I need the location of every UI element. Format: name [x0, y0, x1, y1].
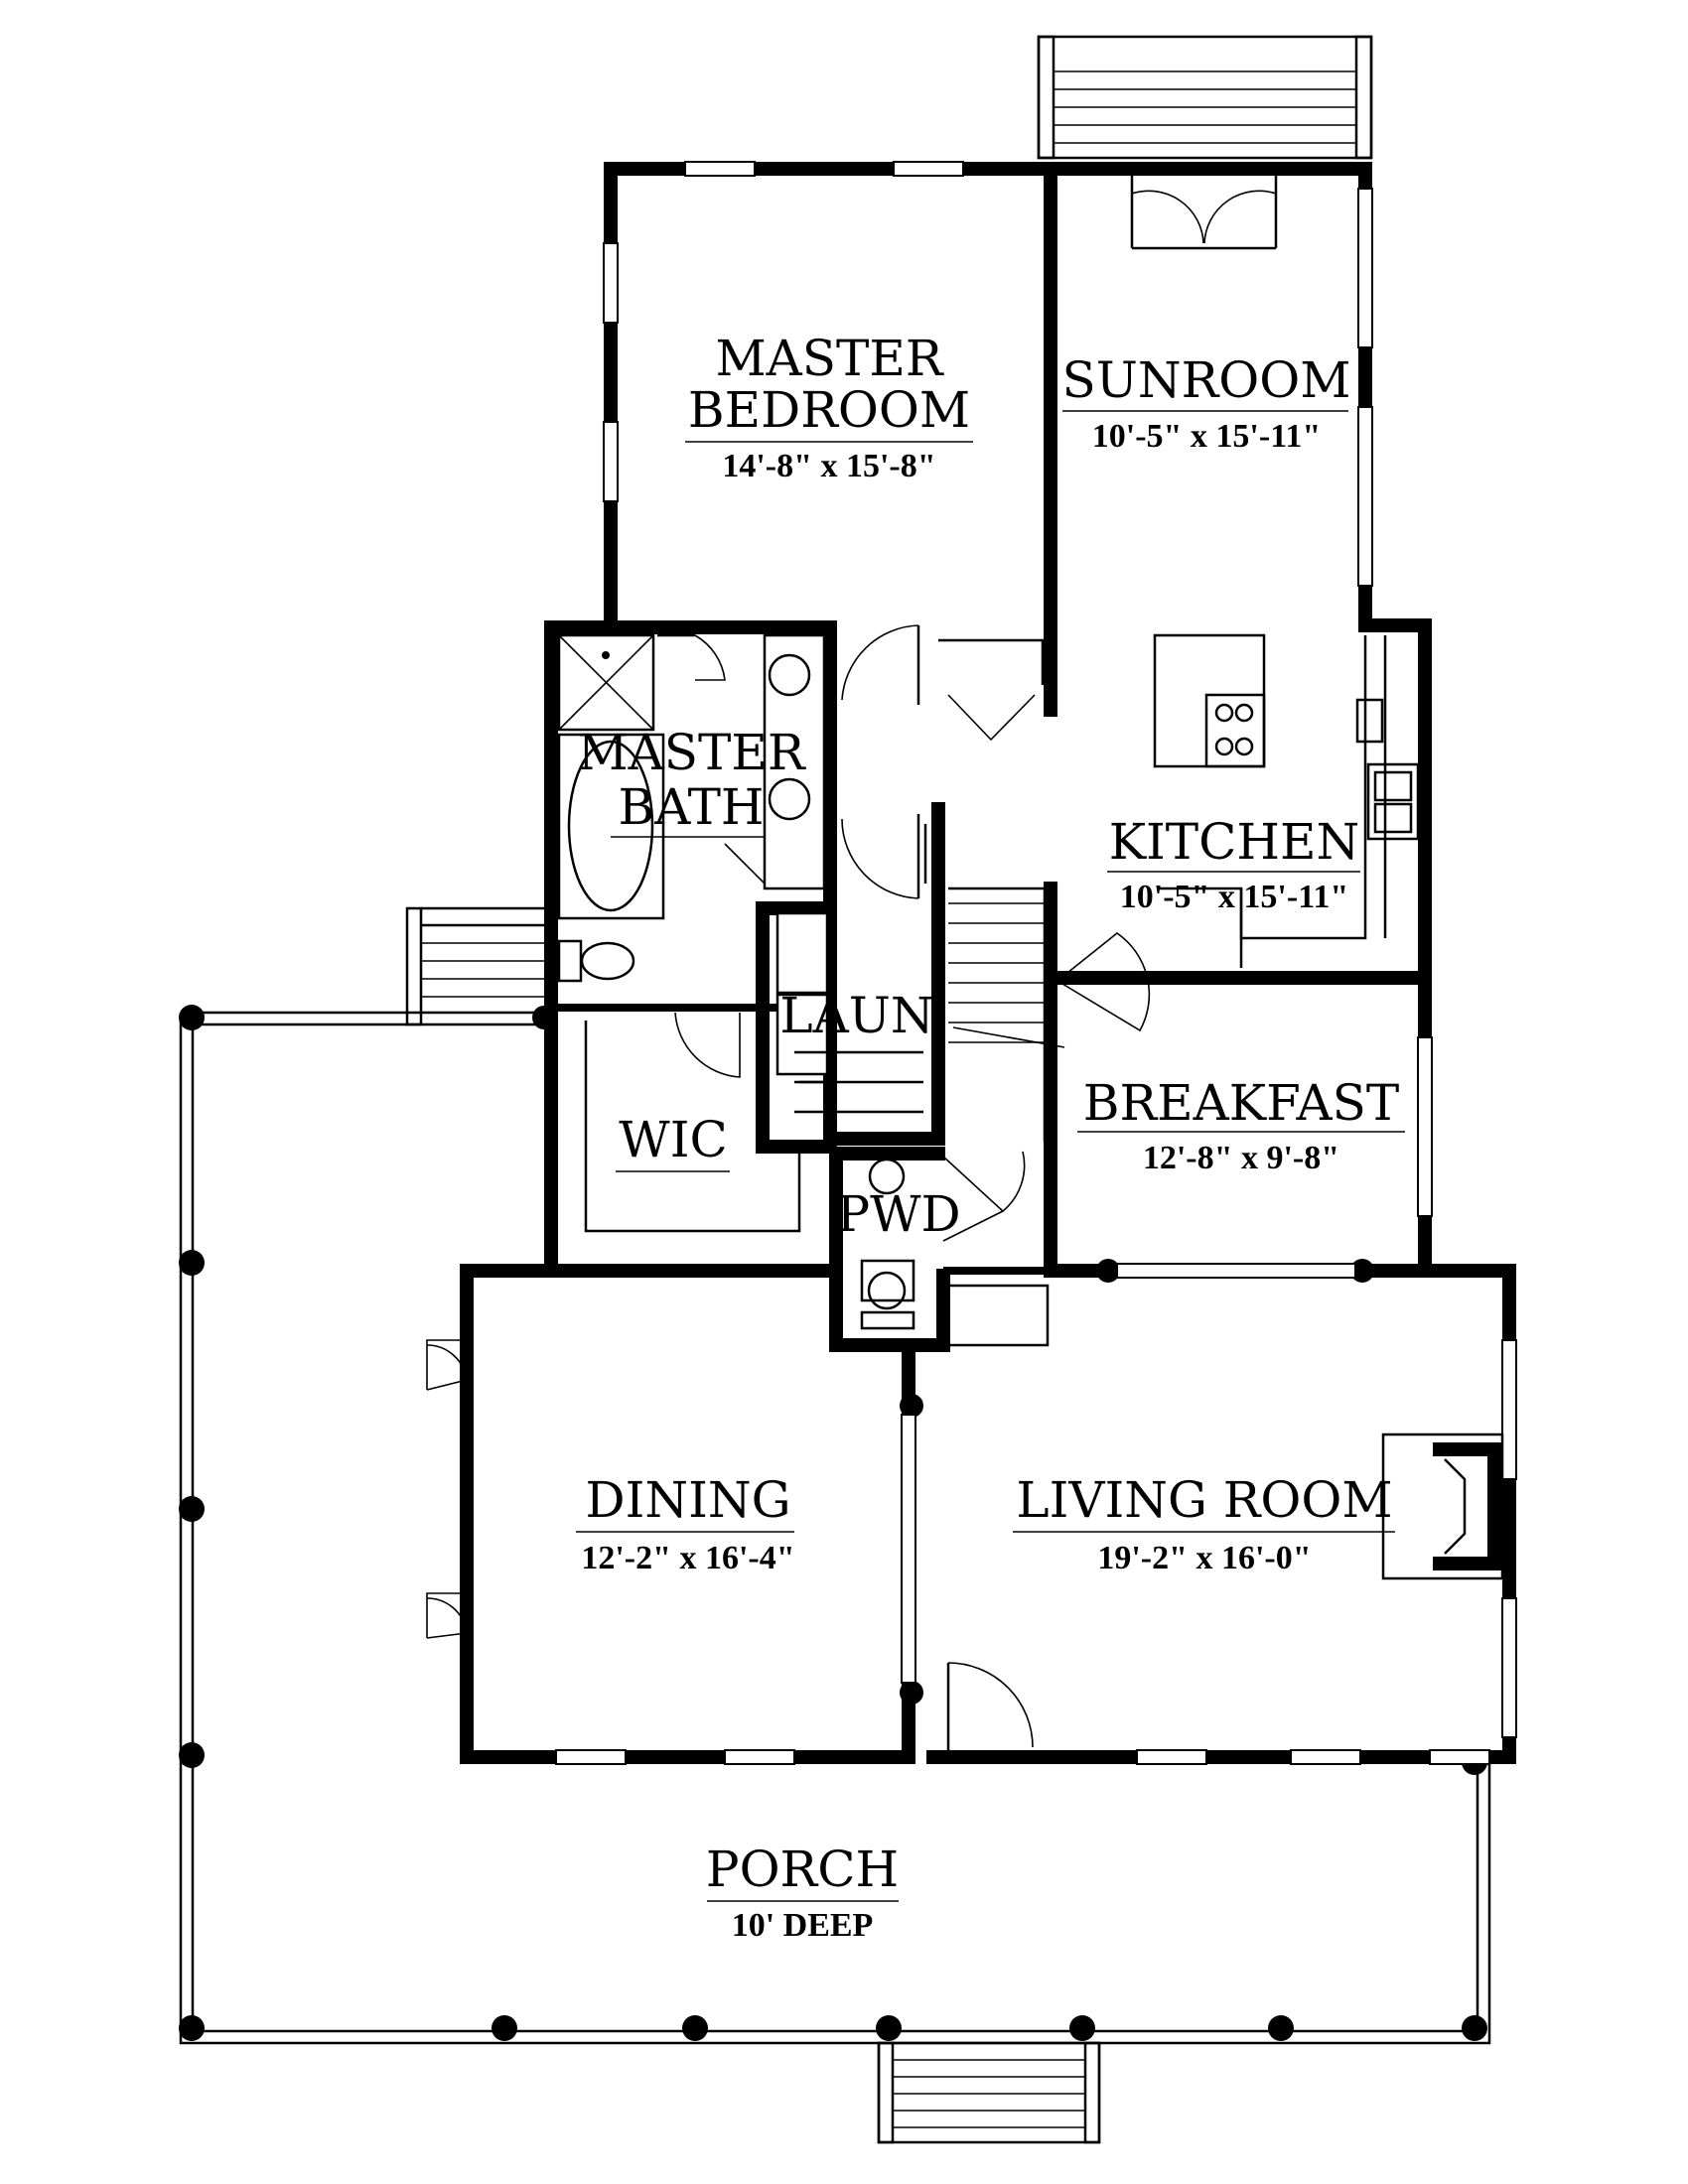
porch-name: PORCH — [706, 1841, 899, 1898]
breakfast-name: BREAKFAST — [1083, 1074, 1399, 1132]
dining-name: DINING — [585, 1471, 790, 1529]
washer-dryer — [775, 911, 923, 1114]
dining-dim: 12'-2" x 16'-4" — [581, 1540, 794, 1576]
porch-dim: 10' DEEP — [732, 1907, 874, 1944]
shower — [557, 633, 655, 732]
label-laundry: LAUN — [779, 987, 933, 1044]
master-bath-name-2: BATH — [618, 778, 764, 836]
living-room-name: LIVING ROOM — [1016, 1471, 1392, 1529]
kitchen-counter — [1157, 635, 1420, 968]
kitchen-dim: 10'-5" x 15'-11" — [1120, 879, 1348, 915]
stair — [923, 824, 1065, 1142]
toilet-icon — [557, 939, 635, 983]
front-steps — [877, 2041, 1101, 2144]
powder-name: PWD — [836, 1185, 960, 1243]
kitchen-name: KITCHEN — [1109, 813, 1360, 871]
sunroom-name: SUNROOM — [1062, 351, 1351, 409]
label-porch: PORCH 10' DEEP — [706, 1841, 899, 1944]
living-room-dim: 19'-2" x 16'-0" — [1097, 1540, 1311, 1576]
laundry-name: LAUN — [779, 987, 933, 1044]
master-bedroom-name-1: MASTER — [715, 330, 943, 387]
doors — [426, 169, 1278, 1757]
breakfast-dim: 12'-8" x 9'-8" — [1143, 1140, 1339, 1176]
bathtub — [557, 733, 665, 920]
label-breakfast: BREAKFAST 12'-8" x 9'-8" — [1077, 1074, 1405, 1176]
sunroom-dim: 10'-5" x 15'-11" — [1092, 418, 1321, 455]
master-bath-name-1: MASTER — [577, 724, 805, 781]
wic-name: WIC — [619, 1111, 727, 1168]
label-sunroom: SUNROOM 10'-5" x 15'-11" — [1062, 351, 1351, 455]
kitchen-island — [1153, 633, 1266, 768]
label-living-room: LIVING ROOM 19'-2" x 16'-0" — [1013, 1471, 1395, 1576]
fireplace — [1381, 1433, 1504, 1580]
powder-fixtures — [860, 1158, 1050, 1347]
rear-steps — [1037, 35, 1373, 160]
porch-railing — [179, 1011, 1491, 2045]
label-master-bedroom: MASTER BEDROOM 14'-8" x 15'-8" — [685, 330, 973, 484]
label-powder: PWD — [836, 1185, 960, 1243]
label-kitchen: KITCHEN 10'-5" x 15'-11" — [1107, 813, 1360, 915]
vanity — [763, 633, 826, 890]
label-dining: DINING 12'-2" x 16'-4" — [576, 1471, 795, 1576]
wic-shelf — [584, 1021, 801, 1233]
label-master-bath: MASTER BATH — [577, 724, 806, 838]
master-bedroom-dim: 14'-8" x 15'-8" — [722, 448, 935, 484]
windows — [555, 161, 1517, 1765]
master-bedroom-name-2: BEDROOM — [688, 381, 970, 439]
label-wic: WIC — [616, 1111, 730, 1172]
side-steps — [405, 906, 544, 1026]
